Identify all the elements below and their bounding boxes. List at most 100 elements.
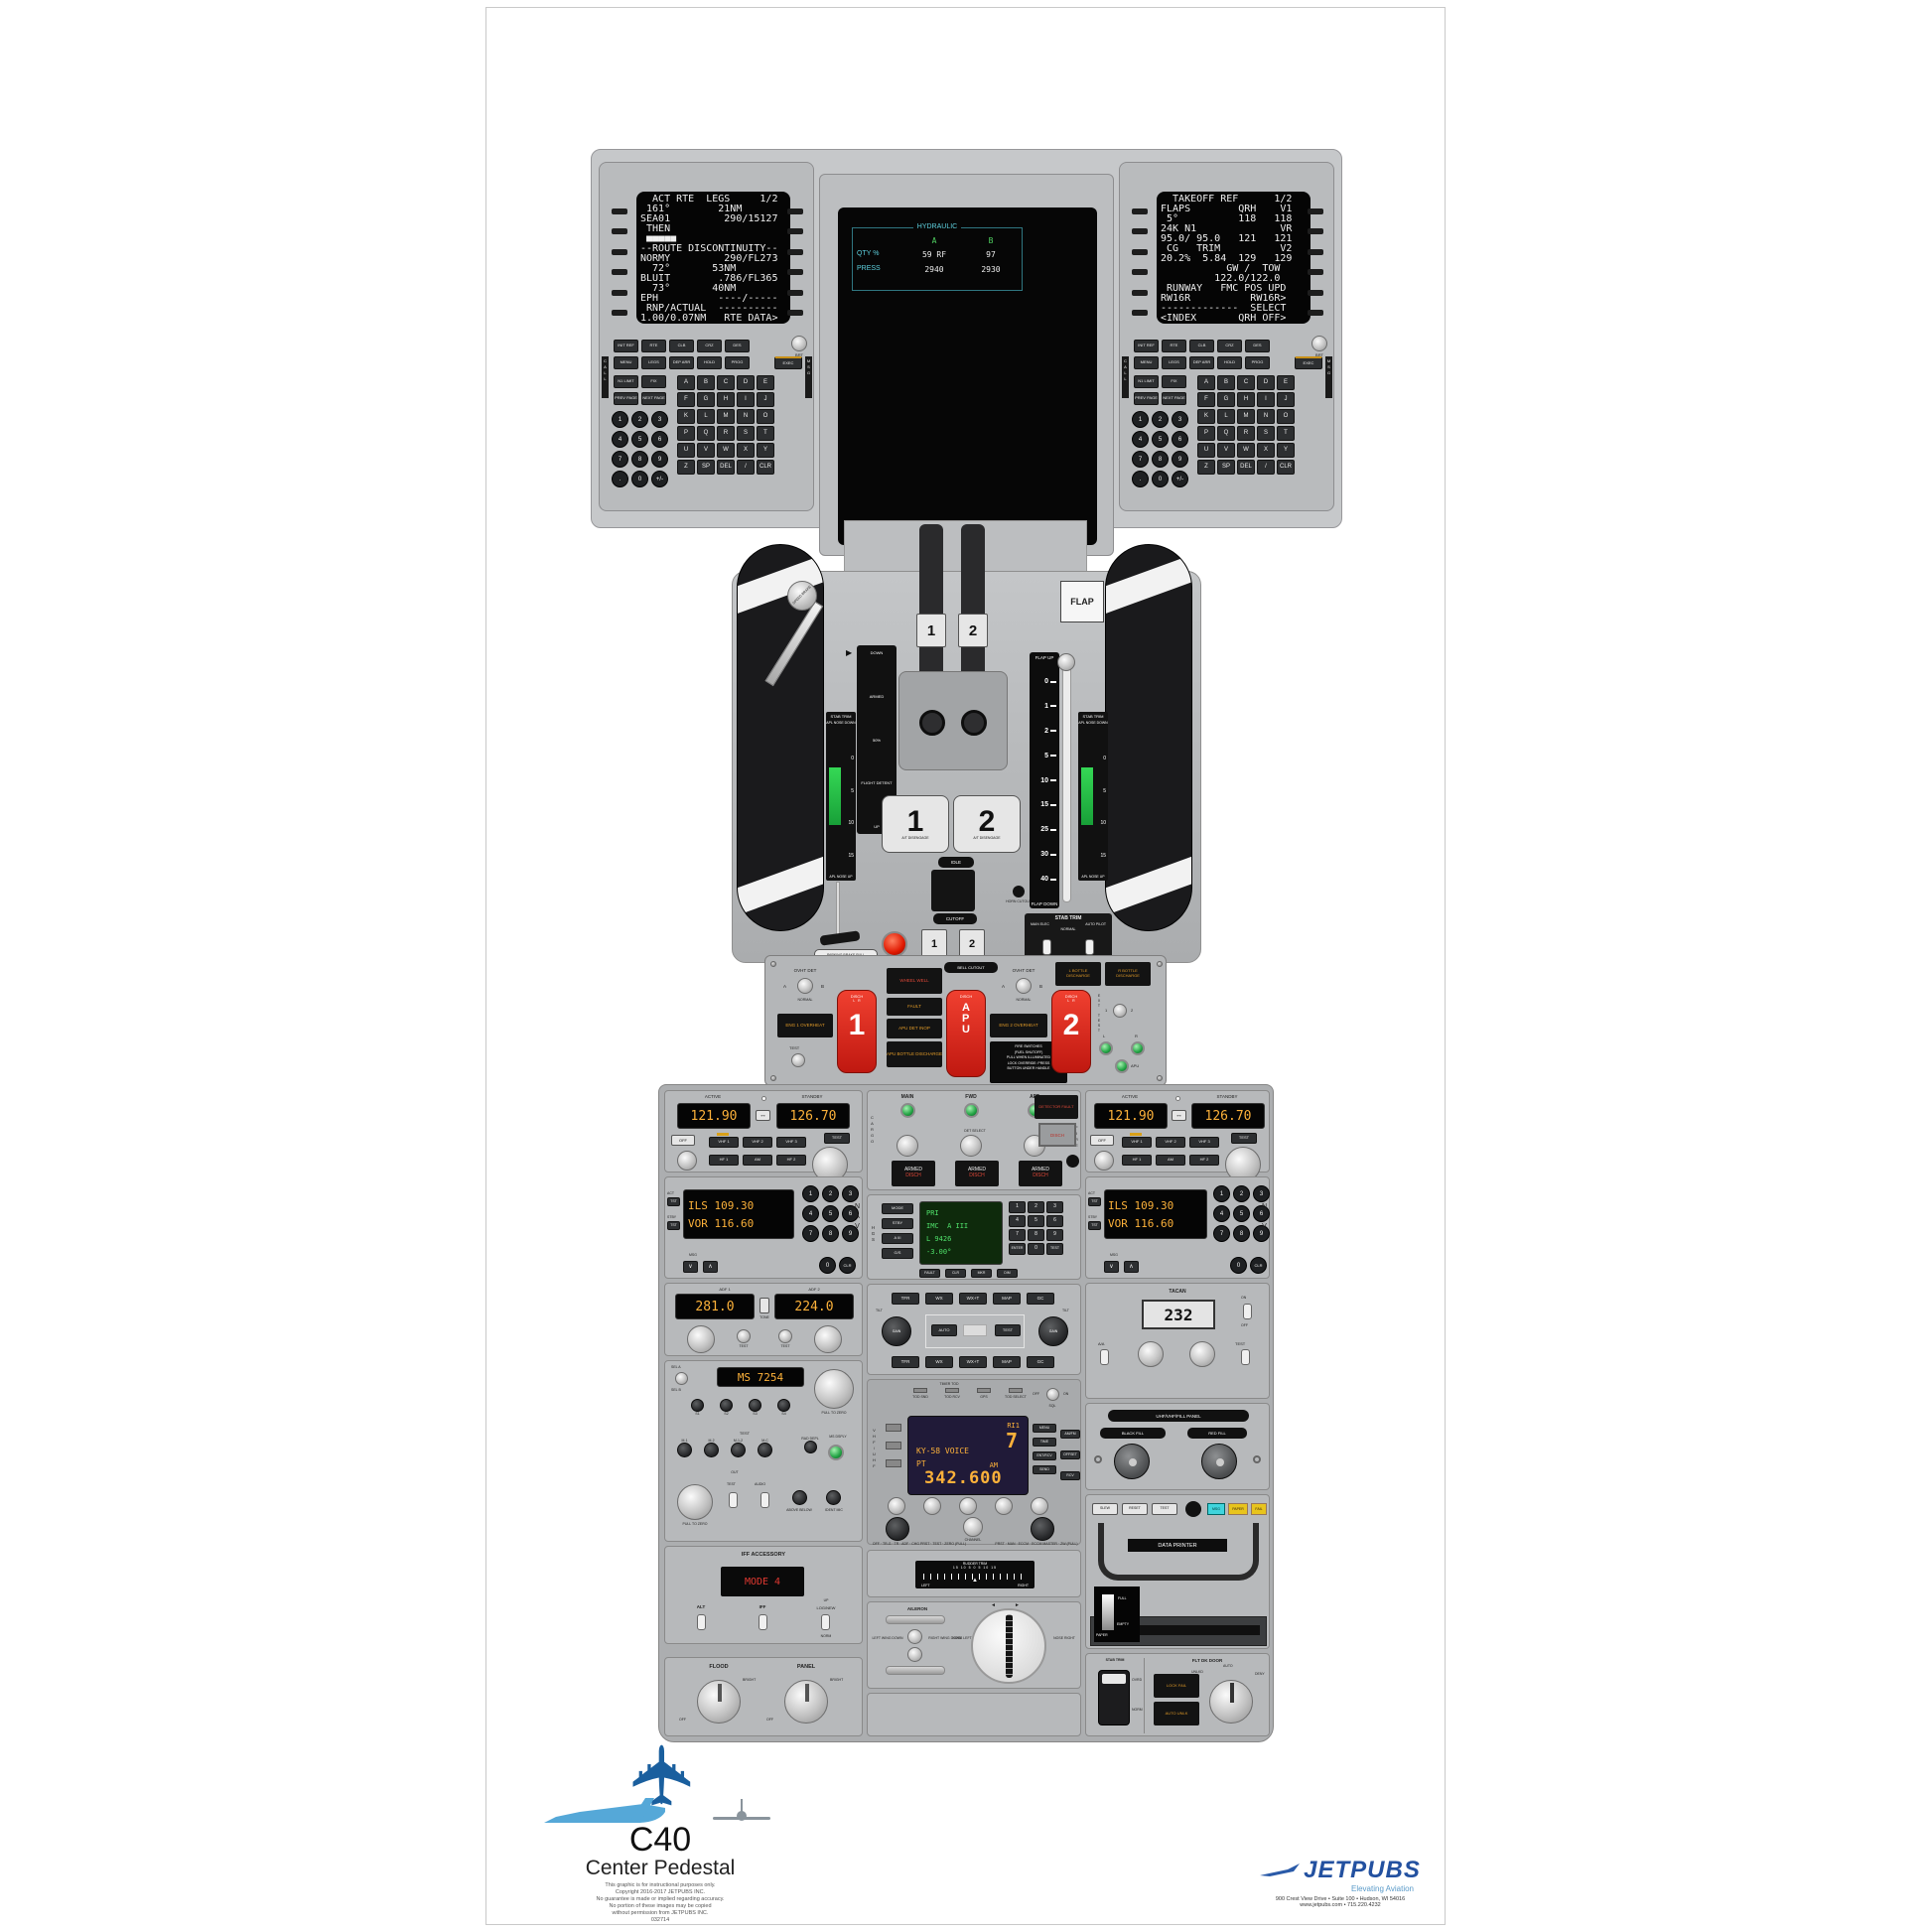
nav-clr-key[interactable]: CLR [1250, 1257, 1267, 1274]
brightness-knob[interactable] [791, 336, 807, 351]
radio-select-key[interactable]: HF 2 [1189, 1155, 1219, 1166]
radar-mode-key[interactable]: WX+T [959, 1293, 987, 1305]
cdu-letter-key[interactable]: Z [1197, 460, 1215, 475]
det-select-knob-fwd[interactable] [960, 1135, 982, 1157]
aileron-trim-switch-1[interactable] [907, 1629, 922, 1644]
ident-mic-knob[interactable] [826, 1490, 841, 1505]
stby-test-key[interactable]: TST [667, 1221, 680, 1230]
hgs-digit-key[interactable]: 3 [1046, 1201, 1063, 1213]
hgs-digit-key[interactable]: 5 [1028, 1215, 1044, 1227]
nav-digit-key[interactable]: 7 [1213, 1225, 1230, 1242]
cdu-function-key[interactable]: HOLD [697, 356, 722, 369]
lsk-button[interactable] [612, 269, 627, 276]
radio-side-key[interactable] [886, 1424, 901, 1432]
cdu-letter-key[interactable]: G [697, 392, 715, 407]
main-elec-cutout-switch[interactable] [1042, 939, 1051, 955]
radio-function-key[interactable]: RCV [1060, 1471, 1080, 1480]
lsk-button[interactable] [612, 228, 627, 235]
cdu-digit-key[interactable]: 8 [631, 451, 648, 468]
radio-select-key[interactable]: VHF 3 [776, 1137, 806, 1148]
radar-blank-key[interactable] [963, 1324, 987, 1336]
cdu-letter-key[interactable]: CLR [757, 460, 774, 475]
black-fill-knob[interactable] [1114, 1444, 1150, 1479]
cdu-page-key[interactable]: PREV PAGE [1134, 392, 1159, 405]
test-key[interactable]: TEST [1231, 1133, 1257, 1144]
radio-function-key[interactable]: AM/FM [1060, 1430, 1080, 1439]
up-key[interactable]: ∧ [1124, 1261, 1139, 1273]
cdu-letter-key[interactable]: K [677, 409, 695, 424]
radio-tune-knob[interactable] [995, 1497, 1013, 1515]
eng2-fire-handle[interactable]: DISCH L R 2 [1051, 990, 1091, 1073]
off-button[interactable]: OFF [671, 1135, 695, 1146]
nav-digit-key[interactable]: 6 [1253, 1205, 1270, 1222]
cdu-letter-key[interactable]: R [1237, 426, 1255, 441]
hgs-mode-key[interactable]: A III [882, 1233, 913, 1244]
cdu-letter-key[interactable]: / [737, 460, 755, 475]
hgs-zero-key[interactable]: 0 [1028, 1243, 1044, 1255]
radio-tune-knob[interactable] [923, 1497, 941, 1515]
radio-select-key[interactable]: VHF 1 [709, 1137, 739, 1148]
printer-feed-button[interactable] [1185, 1501, 1201, 1517]
printer-handle[interactable] [1098, 1523, 1259, 1581]
cdu-letter-key[interactable]: U [677, 443, 695, 458]
adf2-test-button[interactable] [778, 1329, 792, 1343]
radar-mode-key[interactable]: WX [925, 1293, 953, 1305]
nav-zero-key[interactable]: 0 [819, 1257, 836, 1274]
cdu-page-key[interactable]: NEXT PAGE [641, 392, 666, 405]
s-select[interactable]: S4 [777, 1399, 790, 1416]
s-select[interactable]: S2 [720, 1399, 733, 1416]
squelch-knob[interactable] [1046, 1388, 1059, 1401]
cdu-letter-key[interactable]: H [1237, 392, 1255, 407]
hgs-mode-key[interactable]: MODE [882, 1203, 913, 1214]
cdu-letter-key[interactable]: N [1257, 409, 1275, 424]
up-key[interactable]: ∧ [703, 1261, 718, 1273]
radio-select-key[interactable]: HF 1 [709, 1155, 739, 1166]
cdu-letter-key[interactable]: Z [677, 460, 695, 475]
audio-toggle[interactable] [760, 1492, 769, 1508]
lsk-button[interactable] [787, 228, 803, 235]
nav-zero-key[interactable]: 0 [1230, 1257, 1247, 1274]
cdu-letter-key[interactable]: O [757, 409, 774, 424]
cdu-digit-key[interactable]: . [1132, 471, 1149, 487]
hgs-mode-key[interactable]: STBY [882, 1218, 913, 1229]
radio-function-key[interactable]: SEND [1033, 1465, 1056, 1474]
cdu-letter-key[interactable]: O [1277, 409, 1295, 424]
cdu-function-key[interactable]: FIX [1162, 375, 1186, 388]
cdu-function-key[interactable]: CLB [1189, 340, 1214, 352]
cdu-letter-key[interactable]: B [697, 375, 715, 390]
lsk-button[interactable] [1308, 208, 1323, 214]
printer-key[interactable]: TEST [1152, 1503, 1177, 1515]
cdu-function-key[interactable]: DEP ARR [669, 356, 694, 369]
nav-digit-key[interactable]: 9 [1253, 1225, 1270, 1242]
cdu-letter-key[interactable]: T [757, 426, 774, 441]
cdu-digit-key[interactable]: 2 [1152, 411, 1169, 428]
cdu-function-key[interactable]: CRZ [697, 340, 722, 352]
log-new-switch[interactable] [821, 1614, 830, 1630]
iff-switch[interactable] [759, 1614, 767, 1630]
cdu-letter-key[interactable]: J [1277, 392, 1295, 407]
cdu-letter-key[interactable]: T [1277, 426, 1295, 441]
tacan-power-switch[interactable] [1243, 1304, 1252, 1319]
cdu-digit-key[interactable]: 0 [1152, 471, 1169, 487]
radar-mode-key[interactable]: WX+T [959, 1356, 987, 1368]
ext-test-switch[interactable] [1113, 1004, 1127, 1018]
hgs-digit-key[interactable]: 8 [1028, 1229, 1044, 1241]
hgs-bottom-key[interactable]: FAULT [919, 1269, 940, 1278]
cdu-letter-key[interactable]: D [1257, 375, 1275, 390]
thrust-lever-2[interactable] [961, 524, 985, 673]
cdu-function-key[interactable]: N1 LIMIT [614, 375, 638, 388]
cdu-function-key[interactable]: INIT REF [1134, 340, 1159, 352]
cdu-letter-key[interactable]: R [717, 426, 735, 441]
nav-digit-key[interactable]: 5 [1233, 1205, 1250, 1222]
radio-select-key[interactable]: HF 1 [1122, 1155, 1152, 1166]
cdu-letter-key[interactable]: DEL [717, 460, 735, 475]
lsk-button[interactable] [1132, 228, 1148, 235]
cdu-function-key[interactable]: MENU [614, 356, 638, 369]
lsk-button[interactable] [612, 289, 627, 296]
radar-mode-key[interactable]: TFR [892, 1356, 919, 1368]
nav-digit-key[interactable]: 9 [842, 1225, 859, 1242]
cdu-page-key[interactable]: NEXT PAGE [1162, 392, 1186, 405]
m-select[interactable]: M-1-2 [731, 1439, 746, 1457]
cdu-function-key[interactable]: INIT REF [614, 340, 638, 352]
cdu-letter-key[interactable]: G [1217, 392, 1235, 407]
